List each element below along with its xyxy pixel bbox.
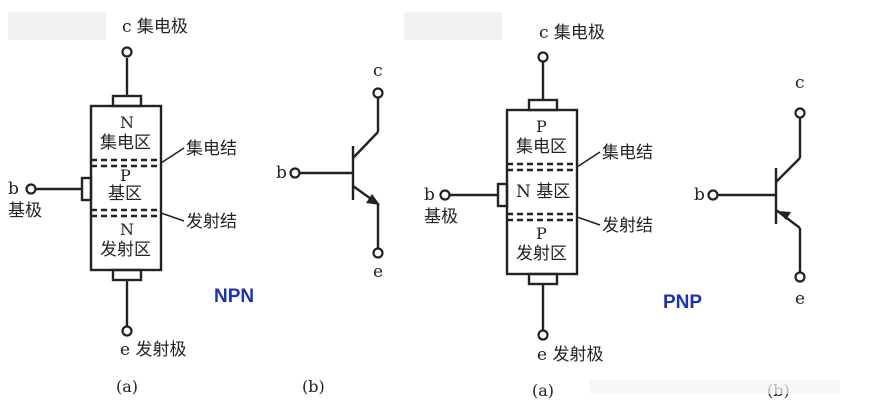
pnp-symbol-c-diagonal [775,157,801,183]
pnp-collector-junction-pointer [576,151,601,168]
pnp-collector-terminal [537,51,549,63]
pnp-base-name: 基极 [424,207,458,227]
npn-top-name: 集电区 [100,133,151,153]
npn-base-terminal [25,183,37,195]
npn-symbol-c: c [373,61,383,81]
npn-collector-label: c 集电极 [122,17,188,37]
npn-structure: c 集电极 N 集电区 P 基区 N 发射区 b 基极 集电结 发射结 e 发射… [8,17,237,396]
pnp-mid-text: N 基区 [516,182,570,202]
pnp-collector-contact [527,98,559,112]
pnp-symbol: c b e (b) [694,73,806,400]
npn-emitter-junction-pointer [160,212,185,222]
npn-title: NPN [214,286,254,307]
pnp-symbol-c: c [795,73,805,93]
placeholder-block-right [404,12,502,40]
npn-base-letter: b [8,179,19,199]
npn-symbol: c b e (b) [276,61,384,396]
pnp-top-letter: P [536,117,547,136]
npn-symbol-e-terminal [372,247,384,259]
pnp-base-contact [496,182,509,208]
npn-caption-a: (a) [116,377,138,396]
pnp-symbol-e: e [795,289,805,309]
pnp-emitter-label: e 发射极 [537,345,603,365]
npn-mid-letter: P [120,166,131,185]
npn-collector-terminal [121,46,133,58]
npn-emitter-junction-label: 发射结 [186,212,237,232]
npn-bot-letter: N [120,220,134,239]
pnp-symbol-e-terminal [794,271,806,283]
npn-caption-b: (b) [302,377,325,396]
pnp-collector-label: c 集电极 [539,23,605,43]
npn-symbol-b: b [276,163,287,183]
npn-emitter-arrow-icon [366,194,380,205]
npn-emitter-contact [111,268,143,282]
pnp-base-terminal [439,189,451,201]
npn-symbol-c-terminal [372,87,384,99]
pnp-symbol-b-terminal [707,189,719,201]
pnp-emitter-contact [527,272,559,286]
pnp-top-name: 集电区 [516,137,567,157]
npn-symbol-b-terminal [289,167,301,179]
pnp-emitter-junction-pointer [576,216,601,226]
pnp-bot-name: 发射区 [516,244,567,264]
pnp-emitter-arrow-icon [778,211,791,220]
pnp-caption-a: (a) [532,381,554,400]
npn-emitter-label: e 发射极 [120,340,186,360]
npn-symbol-e: e [373,262,383,282]
npn-base-name: 基极 [8,201,42,221]
npn-collector-contact [111,94,143,108]
pnp-bot-letter: P [536,224,547,243]
npn-top-letter: N [120,113,134,132]
npn-bot-name: 发射区 [100,240,151,260]
watermark-strip [590,380,840,394]
pnp-symbol-c-terminal [794,107,806,119]
npn-collector-junction-pointer [160,147,185,164]
pnp-emitter-terminal [537,329,549,341]
pnp-title: PNP [663,292,702,313]
pnp-collector-junction-label: 集电结 [602,143,653,163]
npn-collector-junction-label: 集电结 [186,139,237,159]
npn-base-contact [80,176,93,202]
npn-symbol-c-diagonal [352,131,379,159]
npn-mid-name: 基区 [108,184,142,204]
pnp-base-letter: b [424,185,435,205]
pnp-structure: c 集电极 P 集电区 N 基区 P 发射区 b 基极 集电结 发射结 e 发射… [424,23,653,400]
placeholder-block-left [8,12,106,40]
pnp-emitter-junction-label: 发射结 [602,216,653,236]
npn-emitter-terminal [121,325,133,337]
pnp-symbol-b: b [694,185,705,205]
